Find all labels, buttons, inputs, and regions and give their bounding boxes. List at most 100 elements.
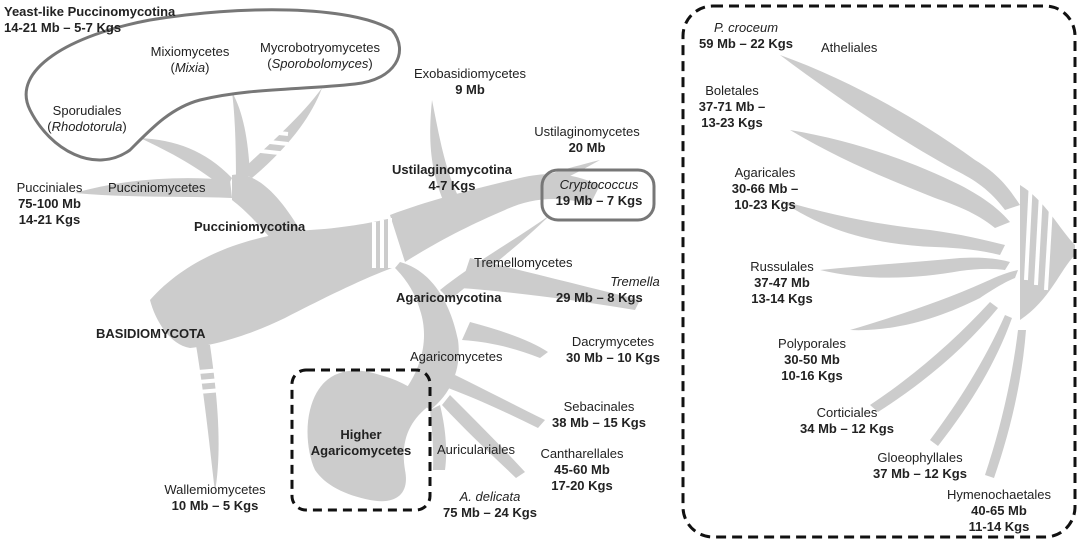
mixiomycetes-label: Mixiomycetes(Mixia) (150, 44, 230, 75)
yeast-like-title: Yeast-like Puccinomycotina (4, 4, 176, 19)
right-panel-box (681, 4, 1077, 539)
auriculariales-label: Auriculariales (437, 442, 516, 457)
p-croceum-label: P. croceum 59 Mb – 22 Kgs (690, 20, 802, 52)
mixia-branch (232, 92, 250, 185)
higher-line1: Higher (340, 427, 382, 442)
cantharellales-name: Cantharellales (540, 446, 624, 461)
a-delicata-name: A. delicata (459, 489, 521, 504)
sebacinales-label: Sebacinales 38 Mb – 15 Kgs (537, 399, 661, 431)
hymenochaetales-mb: 40-65 Mb (971, 503, 1027, 518)
basidiomycota-trunk (150, 218, 392, 348)
dacrymycetes-name: Dacrymycetes (571, 334, 655, 349)
agaricales-name: Agaricales (734, 165, 796, 180)
cryptococcus-outline (540, 168, 656, 222)
tremella-size: 29 Mb – 8 Kgs (556, 290, 643, 305)
basidiomycota-label: BASIDIOMYCOTA (96, 326, 206, 341)
ustilaginomycotina-name: Ustilaginomycotina (392, 162, 512, 177)
pucciniales-branch (75, 178, 232, 198)
pucciniomycetes-label: Pucciniomycetes (108, 180, 206, 195)
pucciniales-mb: 75-100 Mb (18, 196, 81, 211)
cantharellales-branch (442, 395, 525, 478)
agaricomycotina-label: Agaricomycotina (396, 290, 502, 305)
pucciniomycetes-trunk (232, 174, 300, 250)
tremella-label: Tremella (590, 274, 680, 290)
pucciniomycotina-label: Pucciniomycotina (194, 219, 306, 234)
dacrymycetes-size: 30 Mb – 10 Kgs (566, 350, 660, 365)
tremellomycetes-label: Tremellomycetes (474, 255, 573, 270)
wallemiomycetes-name: Wallemiomycetes (164, 482, 266, 497)
yeast-like-outline (24, 8, 402, 162)
branch-break-marks (197, 118, 1054, 394)
sporudiales-branch (140, 138, 232, 190)
p-croceum-size: 59 Mb – 22 Kgs (699, 36, 793, 51)
sporobolomyces-branch (240, 88, 322, 178)
auriculariales-branch (430, 405, 447, 470)
exobasidiomycetes-label: Exobasidiomycetes 9 Mb (405, 66, 535, 98)
dacrymycetes-branch (462, 322, 548, 358)
cryptococcus-name: Cryptococcus (559, 177, 639, 192)
gloeophyllales-branch (930, 315, 1012, 446)
agaricales-label: Agaricales 30-66 Mb – 10-23 Kgs (725, 165, 805, 213)
mycrobotryomycetes-label: Mycrobotryomycetes(Sporobolomyces) (260, 40, 380, 71)
sebacinales-branch (448, 375, 545, 428)
sebacinales-size: 38 Mb – 15 Kgs (552, 415, 646, 430)
atheliales-label: Atheliales (821, 40, 878, 55)
wallemiomycetes-size: 10 Mb – 5 Kgs (171, 498, 259, 513)
pucciniales-kgs: 14-21 Kgs (18, 212, 81, 227)
polyporales-label: Polyporales 30-50 Mb 10-16 Kgs (770, 336, 854, 384)
corticiales-size: 34 Mb – 12 Kgs (800, 421, 894, 436)
tremella-name: Tremella (610, 274, 660, 289)
russulales-label: Russulales 37-47 Mb 13-14 Kgs (742, 259, 822, 307)
corticiales-branch (870, 302, 998, 412)
agaricales-kgs: 10-23 Kgs (734, 197, 796, 212)
polyporales-name: Polyporales (778, 336, 846, 351)
gloeophyllales-name: Gloeophyllales (877, 450, 963, 465)
sporudiales-label: Sporudiales(Rhodotorula) (47, 103, 127, 134)
exobasidiomycetes-name: Exobasidiomycetes (414, 66, 526, 81)
boletales-name: Boletales (705, 83, 759, 98)
agaricomycetes-label: Agaricomycetes (410, 349, 503, 364)
higher-agaricomycetes-label: Higher Agaricomycetes (292, 427, 430, 459)
exobasidiomycetes-size: 9 Mb (455, 82, 485, 97)
wallemiomycetes-label: Wallemiomycetes 10 Mb – 5 Kgs (150, 482, 280, 514)
hymenochaetales-kgs: 11-14 Kgs (968, 519, 1030, 534)
polyporales-kgs: 10-16 Kgs (781, 368, 843, 383)
ustilaginomycotina-label: Ustilaginomycotina 4-7 Kgs (386, 162, 518, 194)
ustilaginomycetes-label: Ustilaginomycetes 20 Mb (520, 124, 654, 156)
ustilaginomycetes-name: Ustilaginomycetes (534, 124, 640, 139)
higher-line2: Agaricomycetes (310, 443, 412, 458)
cryptococcus-size: 19 Mb – 7 Kgs (555, 193, 643, 208)
cantharellales-mb: 45-60 Mb (554, 462, 610, 477)
hymenochaetales-label: Hymenochaetales 40-65 Mb 11-14 Kgs (936, 487, 1062, 535)
gloeophyllales-label: Gloeophyllales 37 Mb – 12 Kgs (855, 450, 985, 482)
cantharellales-kgs: 17-20 Kgs (551, 478, 613, 493)
boletales-label: Boletales 37-71 Mb – 13-23 Kgs (694, 83, 770, 131)
mixia-genus: Mixia (174, 60, 206, 75)
russulales-name: Russulales (750, 259, 814, 274)
hymenochaetales-name: Hymenochaetales (946, 487, 1052, 502)
a-delicata-size: 75 Mb – 24 Kgs (443, 505, 537, 520)
atheliales-branch (780, 55, 1020, 210)
corticiales-label: Corticiales 34 Mb – 12 Kgs (780, 405, 914, 437)
boletales-branch (790, 130, 1010, 228)
higher-agaricomycetes-blob (307, 370, 430, 502)
boletales-kgs: 13-23 Kgs (701, 115, 763, 130)
sporobolomyces-genus: Sporobolomyces (271, 56, 369, 71)
p-croceum-name: P. croceum (713, 20, 779, 35)
tremella-branch (460, 258, 640, 310)
russulales-kgs: 13-14 Kgs (751, 291, 813, 306)
wallemiomycetes-branch (196, 345, 219, 492)
exobasidiomycetes-branch (430, 100, 460, 205)
mixiomycetes-name: Mixiomycetes (150, 44, 230, 59)
cryptococcus-label: Cryptococcus 19 Mb – 7 Kgs (545, 177, 653, 209)
yeast-like-size: 14-21 Mb – 5-7 Kgs (4, 20, 122, 35)
agaricales-mb: 30-66 Mb – (731, 181, 799, 196)
agaricales-branch (780, 200, 1005, 255)
cantharellales-label: Cantharellales 45-60 Mb 17-20 Kgs (530, 446, 634, 494)
ustilaginomycotina-size: 4-7 Kgs (428, 178, 476, 193)
higher-agaricomycetes-box (290, 368, 432, 512)
russulales-mb: 37-47 Mb (754, 275, 810, 290)
agaricomycotina-trunk (395, 262, 459, 410)
polyporales-branch (850, 270, 1018, 331)
